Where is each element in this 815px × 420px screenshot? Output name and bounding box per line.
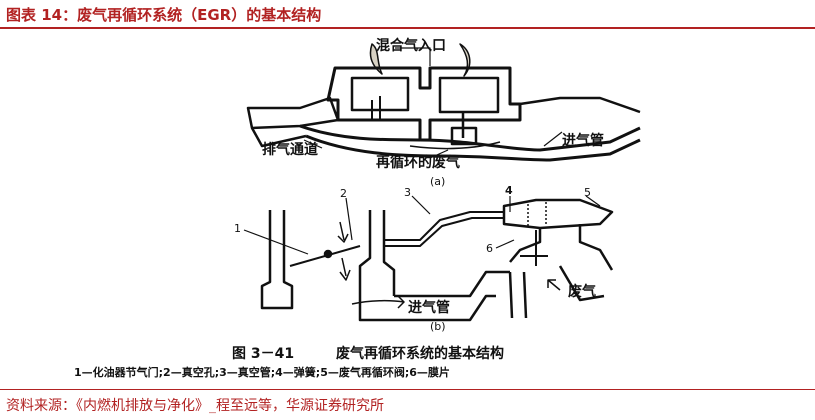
egr-diagram: 混合气入口 排气通道 进气管 再循环的废气 (a)	[74, 37, 641, 379]
figure-caption-title: 废气再循环系统的基本结构	[336, 345, 504, 362]
source-note: 资料来源：《内燃机排放与净化》_程至远等，华源证券研究所	[6, 398, 384, 414]
intake-manifold	[246, 96, 340, 130]
callout-1: 1	[234, 222, 241, 235]
callout-6: 6	[486, 242, 493, 255]
label-intake-pipe-a: 进气管	[562, 132, 604, 149]
diagram-b	[243, 195, 614, 322]
label-recirculated-exhaust: 再循环的废气	[376, 154, 460, 171]
figure-title: 图表 14：废气再循环系统（EGR）的基本结构	[6, 6, 322, 24]
callout-5: 5	[584, 186, 591, 199]
callout-3: 3	[404, 186, 411, 199]
callout-4: 4	[505, 184, 513, 197]
diagram-a	[246, 43, 641, 162]
egr-valve-a	[450, 112, 478, 146]
footer-divider	[0, 389, 815, 390]
carburetor-throat	[260, 210, 294, 310]
vacuum-tube	[384, 211, 504, 241]
label-exhaust-passage: 排气通道	[262, 141, 318, 158]
label-intake-pipe-b: 进气管	[408, 299, 450, 316]
sub-label-a: (a)	[430, 175, 445, 188]
carburetor-body	[326, 66, 522, 142]
figure-legend: 1—化油器节气门;2—真空孔;3—真空管;4—弹簧;5—废气再循环阀;6—膜片	[74, 365, 450, 379]
figure-number: 图 3－41	[232, 346, 294, 362]
mixture-flow-right	[459, 43, 471, 77]
exhaust-pipe	[508, 271, 528, 319]
label-mixture-inlet: 混合气入口	[376, 37, 446, 54]
sub-label-b: (b)	[430, 320, 446, 333]
callout-2: 2	[340, 187, 347, 200]
title-divider	[0, 27, 815, 29]
egr-valve-b	[502, 198, 614, 230]
label-exhaust: 废气	[568, 283, 596, 300]
